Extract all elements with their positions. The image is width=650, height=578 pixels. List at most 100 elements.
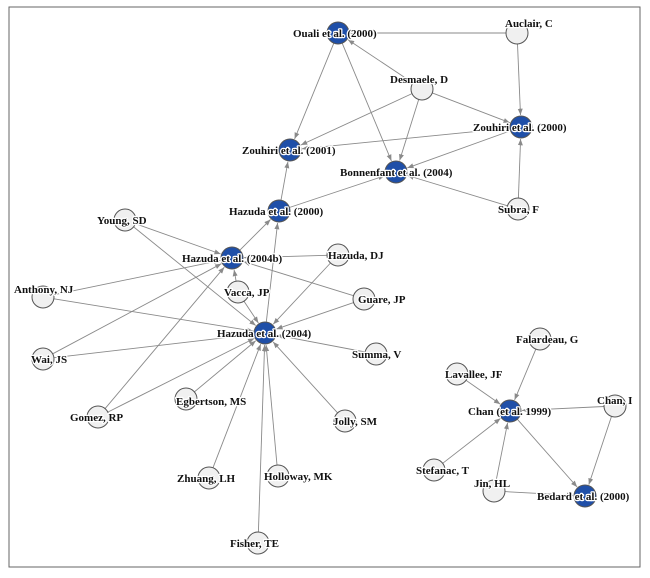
node-chan1999[interactable]: Chan (et al. 1999): [467, 399, 553, 423]
node-bedard2000[interactable]: Bedard et al. (2000): [536, 484, 631, 508]
node-guare[interactable]: Guare, JP: [352, 287, 407, 311]
edge-subra-to-bonnenfant2004: [407, 174, 508, 207]
paper-node-circle[interactable]: [278, 138, 302, 162]
edge-zhuang-to-hazuda2004: [212, 344, 262, 468]
paper-node-circle[interactable]: [267, 199, 291, 223]
author-node-circle[interactable]: [445, 362, 469, 386]
node-lavallee[interactable]: Lavallee, JF: [444, 362, 504, 386]
edge-chani-to-chan1999: [521, 406, 605, 413]
edge-jolly-to-hazuda2004: [272, 341, 338, 414]
author-node-circle[interactable]: [86, 405, 110, 429]
edge-subra-to-zouhiri2000: [517, 138, 523, 199]
edge-summa-to-hazuda2004: [276, 333, 366, 353]
edge-hazuda2004b-to-hazuda2000: [239, 219, 271, 251]
paper-node-circle[interactable]: [573, 484, 597, 508]
node-jolly[interactable]: Jolly, SM: [332, 409, 379, 433]
node-gomez[interactable]: Gomez, RP: [69, 405, 125, 429]
node-egbertson[interactable]: Egbertson, MS: [174, 387, 248, 411]
author-node-circle[interactable]: [603, 394, 627, 418]
author-node-circle[interactable]: [410, 77, 434, 101]
author-node-circle[interactable]: [528, 327, 552, 351]
author-node-circle[interactable]: [364, 342, 388, 366]
node-label: Egbertson, MS: [176, 396, 246, 408]
node-hazuda2004[interactable]: Hazuda et al. (2004): [216, 321, 313, 345]
node-auclair[interactable]: Auclair, C: [504, 17, 554, 45]
edge-gomez-to-hazuda2004: [107, 337, 255, 413]
edge-hazuda2004-to-hazuda2000: [265, 222, 280, 323]
author-node-circle[interactable]: [31, 347, 55, 371]
node-label: Zouhiri et al. (2001): [242, 145, 336, 157]
node-label: Holloway, MK: [264, 471, 333, 483]
node-bonnenfant2004[interactable]: Bonnenfant et al. (2004): [339, 160, 454, 184]
node-stefanac[interactable]: Stefanac, T: [415, 458, 471, 482]
node-label: Hazuda et al. (2000): [229, 206, 323, 218]
node-label: Subra, F: [498, 204, 539, 216]
edge-hazuda2000-to-zouhiri2001: [280, 161, 290, 201]
node-hazudadj[interactable]: Hazuda, DJ: [326, 243, 385, 267]
node-hazuda2004b[interactable]: Hazuda et al. (2004b): [181, 246, 284, 270]
edge-hazuda2000-to-bonnenfant2004: [289, 175, 385, 208]
node-wai[interactable]: Wai, JS: [30, 347, 68, 371]
edge-young-to-hazuda2004: [133, 226, 256, 326]
author-node-circle[interactable]: [246, 531, 270, 555]
author-node-circle[interactable]: [266, 464, 290, 488]
edge-zouhiri2000-to-zouhiri2001: [301, 127, 511, 151]
edge-jin-to-bedard2000: [504, 491, 574, 498]
node-desmaele[interactable]: Desmaele, D: [389, 73, 449, 101]
node-label: Vacca, JP: [224, 287, 270, 299]
edge-gomez-to-hazuda2004b: [104, 266, 225, 409]
node-falardeau[interactable]: Falardeau, G: [515, 327, 580, 351]
node-zhuang[interactable]: Zhuang, LH: [176, 466, 237, 490]
author-node-circle[interactable]: [174, 387, 198, 411]
edge-guare-to-hazuda2004b: [243, 261, 354, 297]
edge-hazudadj-to-hazuda2004b: [243, 254, 328, 261]
node-subra[interactable]: Subra, F: [497, 197, 540, 221]
edge-stefanac-to-chan1999: [442, 418, 501, 464]
node-zouhiri2001[interactable]: Zouhiri et al. (2001): [241, 138, 337, 162]
node-chani[interactable]: Chan, I: [596, 394, 634, 418]
author-node-circle[interactable]: [506, 197, 530, 221]
author-node-circle[interactable]: [352, 287, 376, 311]
author-node-circle[interactable]: [113, 208, 137, 232]
node-hazuda2000[interactable]: Hazuda et al. (2000): [228, 199, 325, 223]
node-holloway[interactable]: Holloway, MK: [263, 464, 334, 488]
edge-auclair-to-zouhiri2000: [517, 43, 523, 116]
node-label: Hazuda et al. (2004b): [182, 253, 283, 265]
paper-node-circle[interactable]: [253, 321, 277, 345]
author-node-circle[interactable]: [333, 409, 357, 433]
author-node-circle[interactable]: [482, 479, 506, 503]
node-label: Bedard et al. (2000): [537, 491, 630, 503]
author-node-circle[interactable]: [31, 285, 55, 309]
node-young[interactable]: Young, SD: [96, 208, 148, 232]
node-zouhiri2000[interactable]: Zouhiri et al. (2000): [472, 115, 568, 139]
edge-desmaele-to-bonnenfant2004: [399, 99, 420, 161]
edge-chan1999-to-bedard2000: [516, 418, 578, 488]
edge-lavallee-to-chan1999: [465, 379, 501, 405]
author-node-circle[interactable]: [197, 466, 221, 490]
paper-node-circle[interactable]: [509, 115, 533, 139]
author-node-circle[interactable]: [505, 21, 529, 45]
node-ouali2000[interactable]: Ouali et al. (2000): [292, 21, 378, 45]
node-label: Gomez, RP: [70, 412, 123, 424]
paper-node-circle[interactable]: [220, 246, 244, 270]
edge-guare-to-hazuda2004: [276, 302, 354, 330]
nodes-layer: Ouali et al. (2000) Auclair, C Desmaele, D…: [13, 17, 634, 555]
edge-ouali2000-to-zouhiri2001: [294, 43, 335, 140]
author-node-circle[interactable]: [326, 243, 350, 267]
author-node-circle[interactable]: [226, 280, 250, 304]
paper-node-circle[interactable]: [326, 21, 350, 45]
edge-desmaele-to-zouhiri2001: [300, 93, 413, 146]
node-summa[interactable]: Summa, V: [351, 342, 403, 366]
node-label: Auclair, C: [505, 18, 553, 30]
node-fisher[interactable]: Fisher, TE: [229, 531, 280, 555]
edge-jin-to-chan1999: [495, 422, 509, 481]
paper-node-circle[interactable]: [498, 399, 522, 423]
node-anthony[interactable]: Anthony, NJ: [13, 283, 75, 309]
paper-node-circle[interactable]: [384, 160, 408, 184]
node-jin[interactable]: Jin, HL: [473, 477, 511, 503]
author-node-circle[interactable]: [422, 458, 446, 482]
node-label: Desmaele, D: [390, 74, 448, 86]
edge-desmaele-to-ouali2000: [347, 39, 414, 84]
node-vacca[interactable]: Vacca, JP: [223, 280, 271, 304]
